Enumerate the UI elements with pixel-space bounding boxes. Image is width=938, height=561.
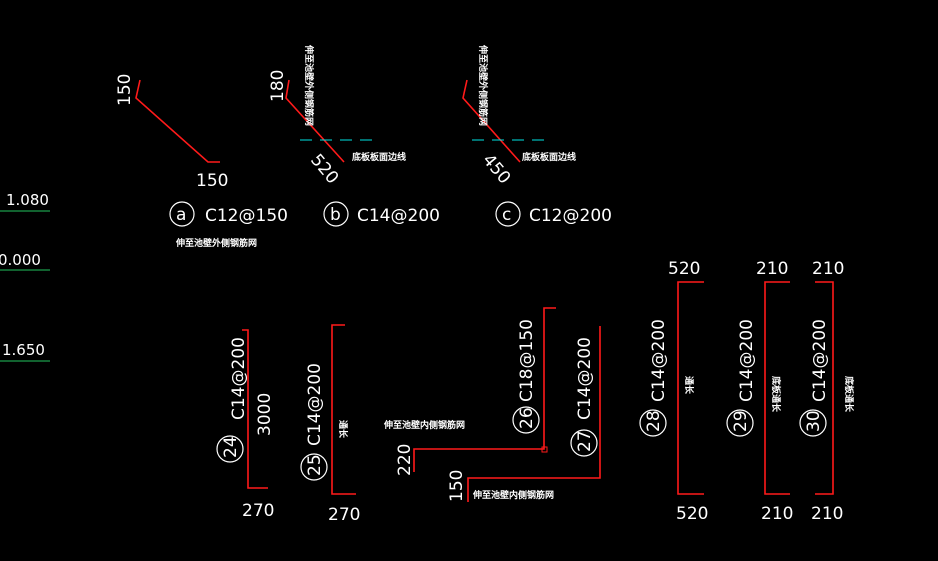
dimension-label: 520 (676, 504, 708, 524)
mark-label: c (502, 205, 511, 225)
level-marks: 1.080 0.000 1.650 (0, 191, 50, 362)
level-label: 1.650 (2, 341, 45, 359)
dimension-label: 210 (761, 504, 793, 524)
mark-circle (512, 406, 540, 434)
mark-label: 25 (305, 454, 325, 476)
note-label: 底板通长 (843, 376, 855, 413)
dimension-label: 180 (268, 70, 288, 102)
mark-label: 28 (644, 410, 664, 432)
dimension-label: 150 (447, 470, 467, 502)
mark-label: 26 (517, 407, 537, 429)
spec-label: C14@200 (575, 337, 595, 420)
rebar-shape (764, 281, 790, 495)
mark-circle (216, 435, 244, 463)
spec-label: C14@200 (737, 319, 757, 402)
mark-circle (300, 453, 328, 481)
note-label: 伸至池壁外侧钢筋网 (303, 44, 315, 126)
spec-label: C12@200 (529, 206, 612, 226)
dimension-label: 210 (811, 504, 843, 524)
dimension-label: 150 (196, 171, 228, 191)
note-label: 伸至池壁外侧钢筋网 (477, 44, 489, 126)
spec-label: C14@200 (357, 206, 440, 226)
detail-b[interactable]: 180 520 伸至池壁外侧钢筋网 底板板面边线 b C14@200 (268, 44, 440, 227)
rebar-shape (462, 79, 521, 163)
mark-label: b (330, 205, 341, 225)
rebar-30[interactable]: 210 210 30 C14@200 底板通长 (799, 259, 855, 524)
level-label: 1.080 (6, 191, 49, 209)
note-label: 伸至池壁外侧钢筋网 (175, 237, 257, 249)
mark-circle (169, 201, 195, 227)
dimension-label: 220 (395, 444, 415, 476)
dimension-label: 270 (328, 505, 360, 525)
note-label: 通长 (683, 376, 695, 395)
spec-label: C14@200 (649, 319, 669, 402)
dimension-label: 150 (115, 74, 135, 106)
rebar-24[interactable]: 24 C14@200 3000 270 (216, 329, 275, 521)
mark-label: 30 (804, 410, 824, 432)
rebar-shape (815, 281, 834, 495)
bend-marker (541, 446, 548, 453)
dimension-label: 210 (812, 259, 844, 279)
rebar-28[interactable]: 520 520 28 C14@200 通长 (639, 259, 708, 524)
rebar-26[interactable]: 26 C18@150 220 伸至池壁内侧钢筋网 (383, 307, 556, 476)
note-label: 底板板面边线 (522, 151, 576, 163)
spec-label: C12@150 (205, 206, 288, 226)
mark-label: 27 (575, 430, 595, 452)
note-label: 通长 (337, 420, 349, 439)
dimension-label: 520 (306, 150, 342, 188)
rebar-shape (413, 307, 556, 472)
mark-circle (799, 409, 827, 437)
rebar-shape (285, 79, 345, 163)
rebar-shape (467, 326, 601, 502)
mark-circle (570, 429, 598, 457)
detail-a[interactable]: 150 150 a C12@150 伸至池壁外侧钢筋网 (115, 74, 288, 249)
dimension-label: 3000 (255, 393, 275, 436)
mark-label: 24 (221, 436, 241, 458)
spec-label: C14@200 (305, 363, 325, 446)
detail-c[interactable]: 450 伸至池壁外侧钢筋网 底板板面边线 c C12@200 (462, 44, 612, 227)
spec-label: C14@200 (810, 319, 830, 402)
note-label: 伸至池壁内侧钢筋网 (472, 489, 554, 501)
spec-label: C18@150 (517, 319, 537, 402)
dimension-label: 520 (668, 259, 700, 279)
mark-circle (495, 201, 521, 227)
dimension-label: 210 (756, 259, 788, 279)
rebar-29[interactable]: 210 210 29 C14@200 底板通长 (726, 259, 793, 524)
note-label: 底板板面边线 (352, 151, 406, 163)
dimension-label: 270 (242, 501, 274, 521)
spec-label: C14@200 (229, 337, 249, 420)
rebar-shape (677, 281, 704, 495)
level-label: 0.000 (0, 251, 41, 269)
rebar-shape (135, 79, 220, 163)
note-label: 伸至池壁内侧钢筋网 (383, 419, 465, 431)
mark-circle (639, 409, 667, 437)
mark-circle (726, 409, 754, 437)
rebar-shape (331, 324, 356, 495)
note-label: 底板通长 (770, 376, 782, 413)
mark-label: 29 (731, 410, 751, 432)
mark-circle (323, 201, 349, 227)
rebar-27[interactable]: 27 C14@200 150 伸至池壁内侧钢筋网 (447, 326, 601, 502)
dimension-label: 450 (478, 150, 514, 188)
rebar-25[interactable]: 25 C14@200 通长 270 (300, 324, 360, 525)
rebar-shape (242, 329, 268, 489)
mark-label: a (176, 205, 186, 225)
